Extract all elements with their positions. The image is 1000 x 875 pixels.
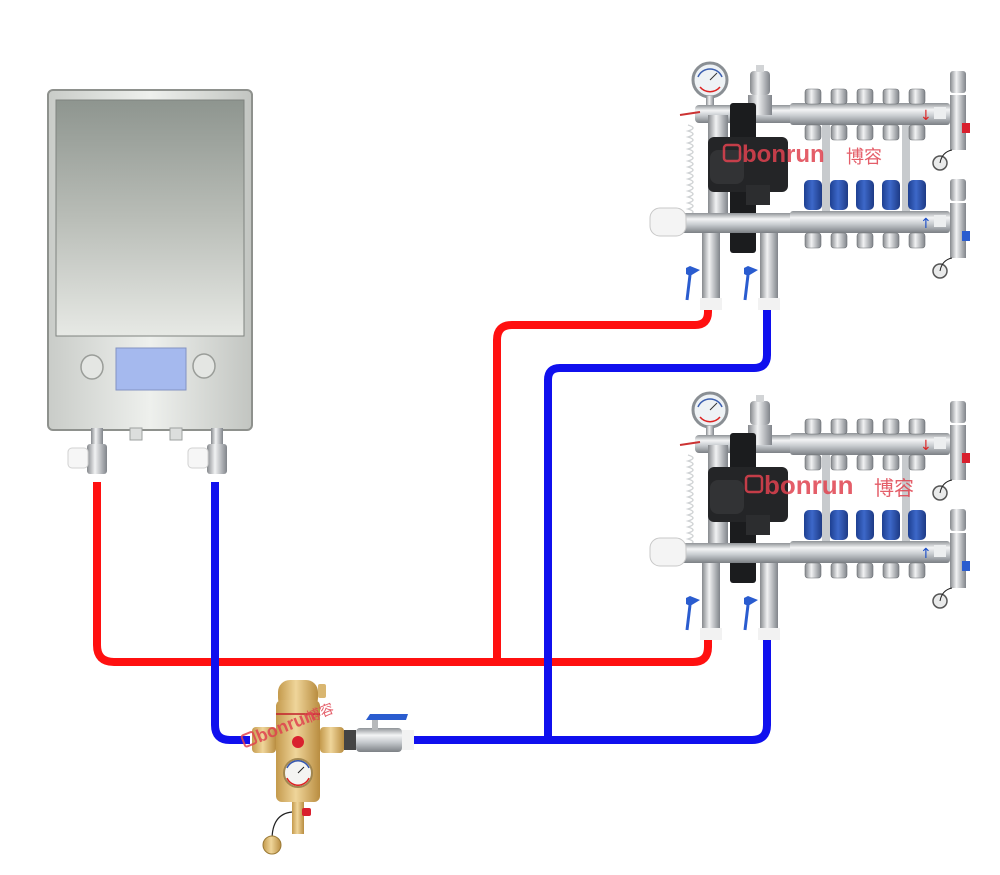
boiler-supply-valve[interactable]: [67, 428, 107, 474]
drain-cap: [262, 835, 282, 855]
manifold-lower: ↓ ↑: [648, 391, 972, 642]
svg-text:博容: 博容: [874, 476, 914, 500]
return-branch-pipe: [544, 308, 771, 740]
supply-arrow: ↓: [920, 108, 932, 124]
return-to-boiler-pipe: [211, 482, 250, 744]
supply-branch-pipe: [493, 303, 712, 662]
boiler-knob-left[interactable]: [80, 354, 104, 380]
boiler-display: [115, 347, 187, 391]
svg-text:bonrun: bonrun: [764, 470, 854, 500]
svg-text:bonrun: bonrun: [742, 141, 825, 168]
return-arrow: ↑: [920, 216, 932, 232]
return-arrow: ↑: [920, 546, 932, 562]
boiler-knob-right[interactable]: [192, 353, 216, 379]
supply-pipe: [93, 303, 712, 666]
air-vent-cap: [292, 736, 304, 748]
thermo-manometer: [283, 758, 313, 788]
boiler: [47, 89, 253, 474]
watermark-lower: bonrun 博容: [744, 470, 914, 500]
dirt-separator: [252, 680, 414, 855]
supply-arrow: ↓: [920, 438, 932, 454]
supply-main-pipe: [93, 482, 712, 666]
boiler-front-panel: [55, 99, 245, 337]
boiler-return-valve[interactable]: [187, 428, 227, 474]
watermark-upper: bonrun 博容: [722, 141, 882, 168]
manifold-upper: ↓ ↑: [648, 61, 972, 312]
return-main-pipe: [410, 635, 771, 744]
svg-text:博容: 博容: [846, 147, 882, 168]
separator-ball-valve[interactable]: [344, 714, 414, 752]
return-pipe: [211, 308, 771, 744]
